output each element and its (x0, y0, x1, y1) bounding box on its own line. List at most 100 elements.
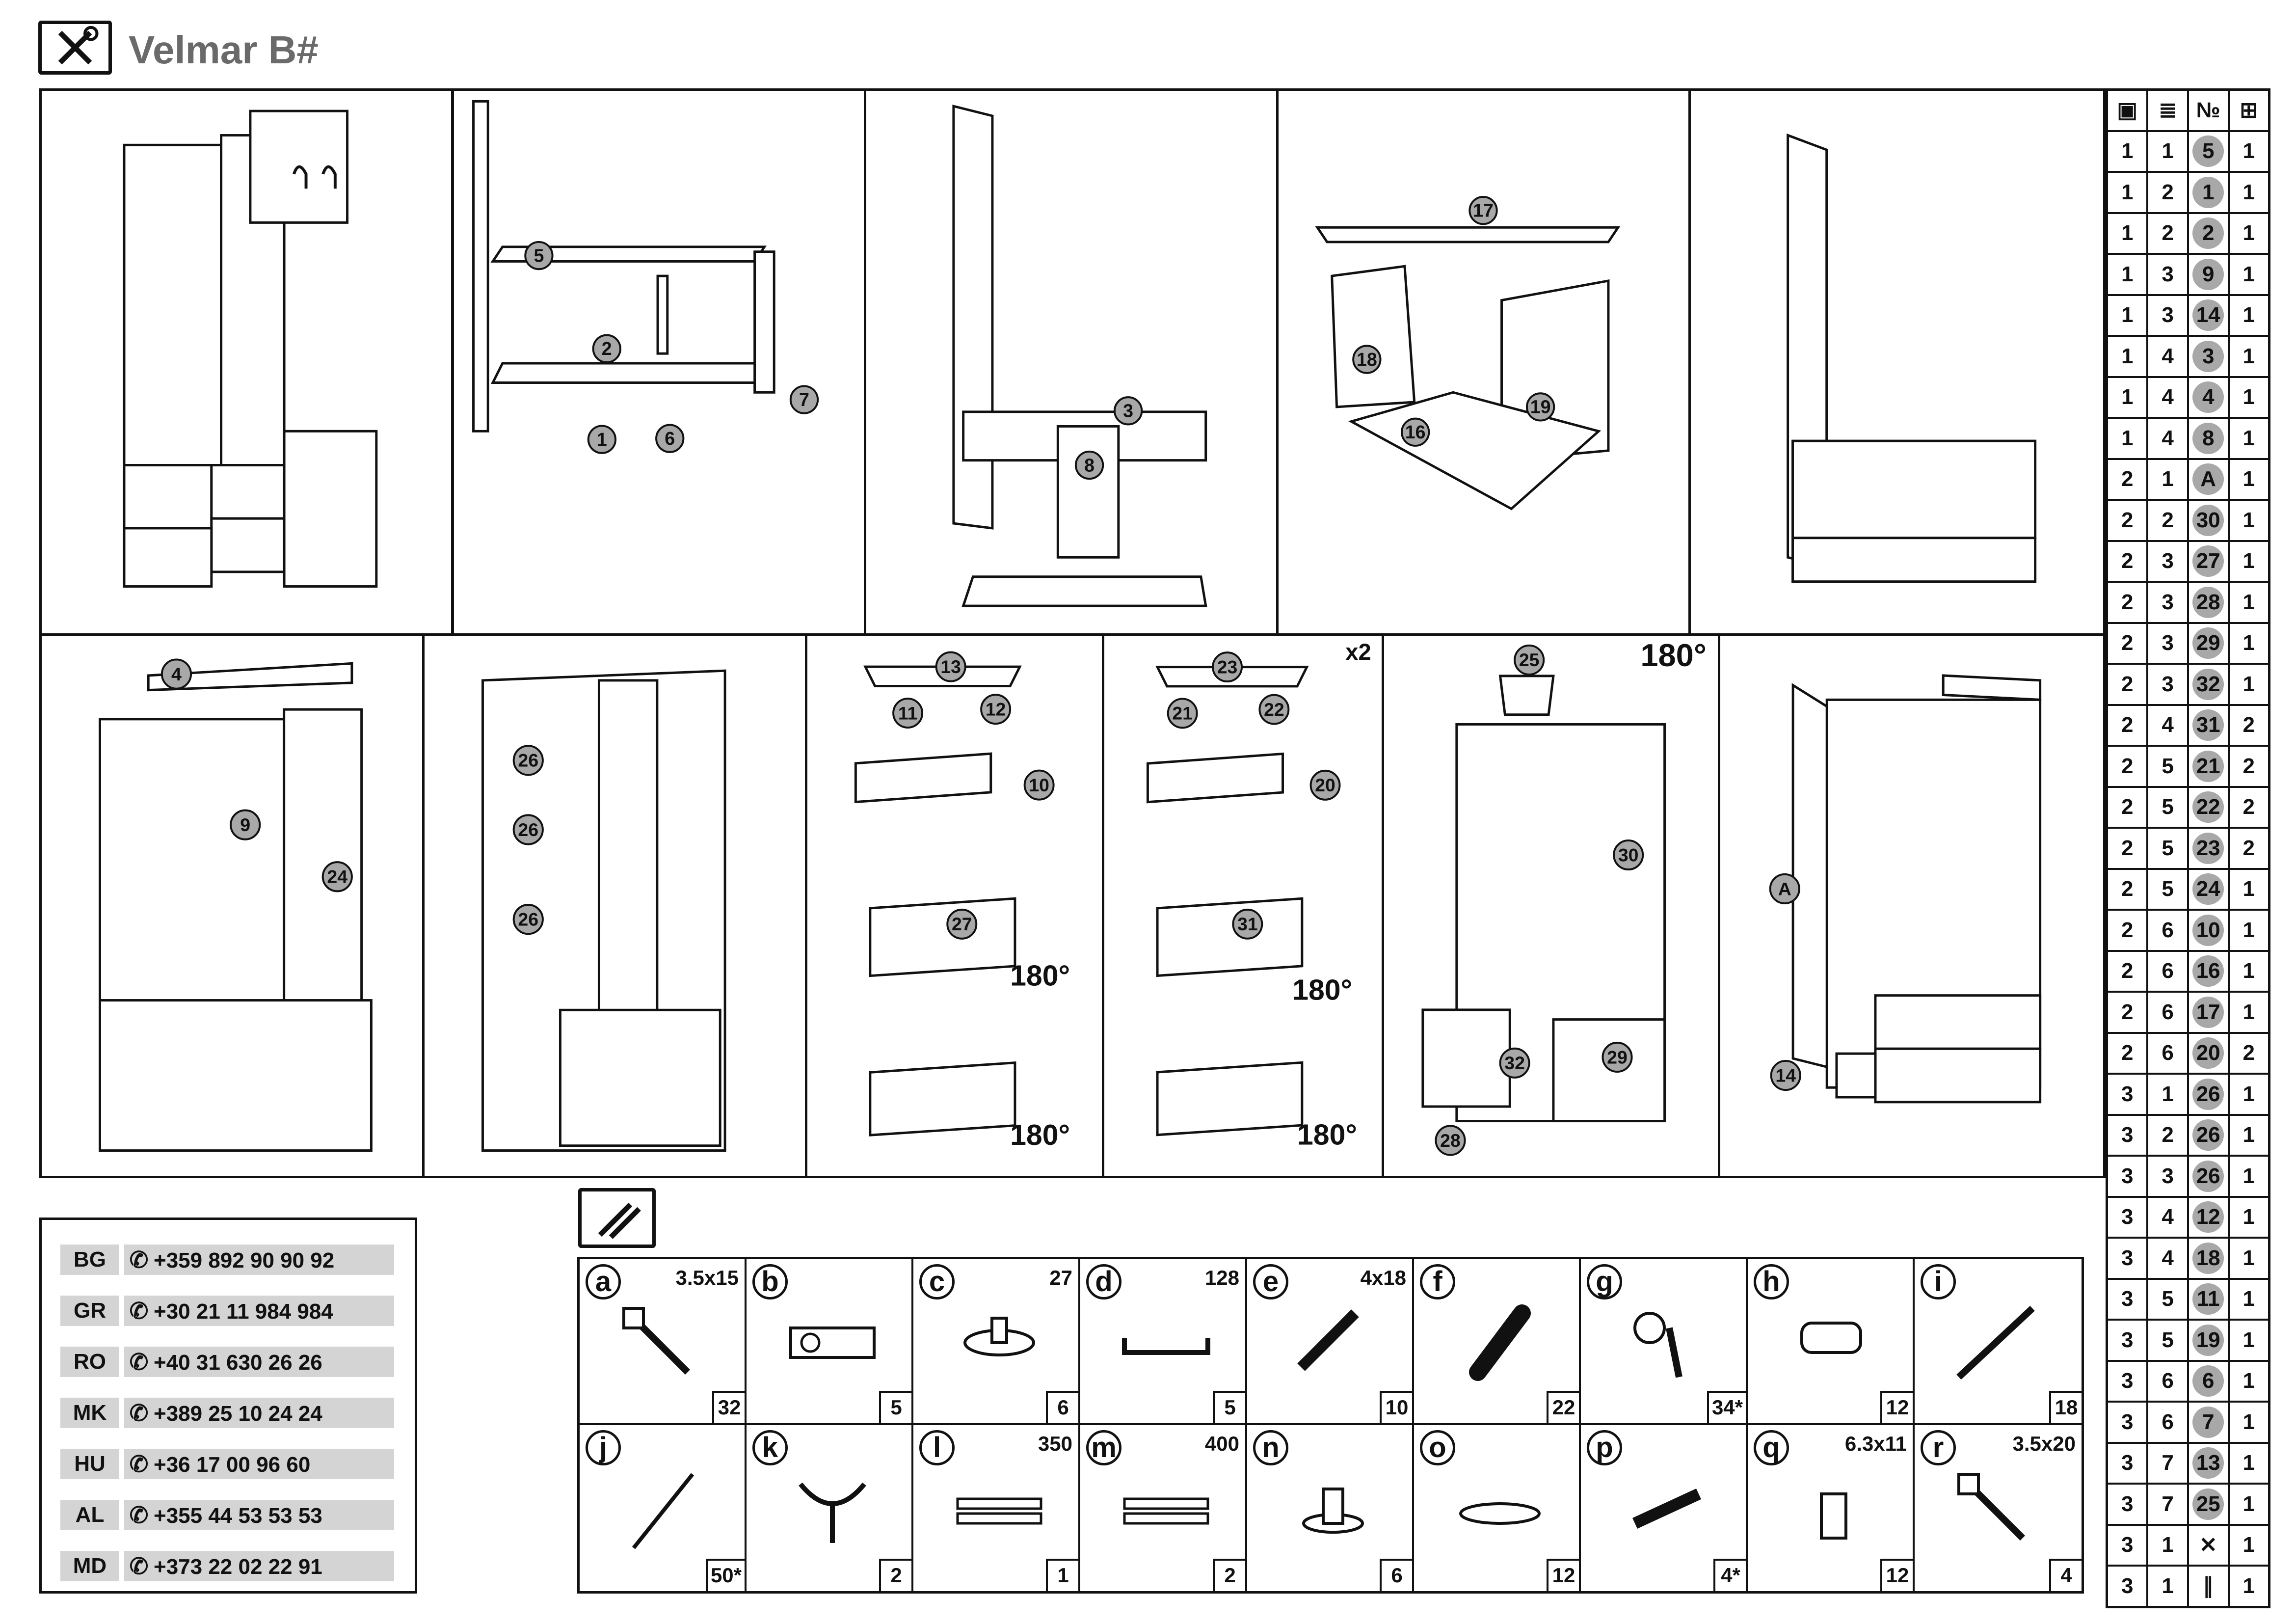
phone-icon: ✆ (129, 1298, 149, 1324)
package-number: 2 (2106, 581, 2149, 624)
contacts-box: BG ✆+359 892 90 90 92 GR ✆+30 21 11 984 … (39, 1218, 417, 1594)
part-number: 29 (2187, 622, 2230, 665)
long-screw-icon (1949, 1299, 2052, 1387)
package-number: 1 (2106, 294, 2149, 337)
svg-text:26: 26 (518, 909, 538, 929)
country-code: RO (60, 1347, 119, 1377)
hardware-size: 400 (1204, 1432, 1239, 1455)
package-number: 1 (2106, 212, 2149, 255)
country-code: BG (60, 1245, 119, 1275)
phone-number[interactable]: ✆+36 17 00 96 60 (124, 1449, 394, 1479)
package-number: 3 (2106, 1441, 2149, 1485)
part-count: 1 (2227, 1155, 2270, 1198)
part-number: 2 (2187, 212, 2230, 255)
package-number: 3 (2106, 1401, 2149, 1444)
part-number: 26 (2187, 1073, 2230, 1116)
part-number: 19 (2187, 1319, 2230, 1362)
package-number: 3 (2106, 1237, 2149, 1280)
part-count: 1 (2227, 1195, 2270, 1239)
svg-text:19: 19 (1530, 397, 1551, 417)
svg-text:18: 18 (1357, 349, 1377, 370)
svg-text:30: 30 (1618, 844, 1639, 865)
part-count: 2 (2227, 827, 2270, 870)
part-number: 4 (2187, 376, 2230, 419)
part-count: 1 (2227, 1401, 2270, 1444)
svg-text:17: 17 (1473, 200, 1494, 221)
part-badge: 5 (2192, 135, 2224, 167)
layer-number: 5 (2146, 867, 2189, 911)
part-count: 1 (2227, 130, 2270, 173)
package-number: 2 (2106, 991, 2149, 1034)
phone-number[interactable]: ✆+40 31 630 26 26 (124, 1347, 394, 1377)
dowel-icon (1448, 1299, 1551, 1387)
part-badge: A (2192, 463, 2224, 495)
part-badge: 23 (2192, 832, 2224, 864)
phone-number[interactable]: ✆+359 892 90 90 92 (124, 1245, 394, 1275)
layer-number: 2 (2146, 499, 2189, 542)
part-count: 1 (2227, 663, 2270, 706)
part-count: 1 (2227, 1359, 2270, 1403)
euro-screw-icon (1782, 1464, 1885, 1553)
hardware-size: 27 (1049, 1266, 1072, 1289)
part-number: 3 (2187, 335, 2230, 378)
part-badge: 20 (2192, 1037, 2224, 1069)
phone-number[interactable]: ✆+30 21 11 984 984 (124, 1296, 394, 1326)
part-number: 27 (2187, 540, 2230, 583)
layer-number: 3 (2146, 253, 2189, 296)
part-count: 1 (2227, 294, 2270, 337)
part-count: 1 (2227, 1565, 2270, 1608)
part-count: 1 (2227, 949, 2270, 993)
hardware-quantity: 10 (1380, 1391, 1412, 1423)
part-badge: 4 (2192, 381, 2224, 413)
package-number: 2 (2106, 909, 2149, 952)
tools-icon (38, 21, 112, 75)
connector-bolt-icon (1615, 1464, 1718, 1553)
package-number: 2 (2106, 949, 2149, 993)
part-badge: 3 (2192, 340, 2224, 372)
hardware-quantity: 50* (705, 1559, 745, 1591)
part-badge: 9 (2192, 258, 2224, 290)
phone-number[interactable]: ✆+355 44 53 53 53 (124, 1500, 394, 1530)
package-number: 1 (2106, 130, 2149, 173)
part-badge: 26 (2192, 1160, 2224, 1192)
part-badge: 25 (2192, 1488, 2224, 1520)
phone-number[interactable]: ✆+373 22 02 22 91 (124, 1551, 394, 1581)
part-number: 26 (2187, 1155, 2230, 1198)
svg-text:31: 31 (1237, 914, 1258, 934)
stack-icon: ≣ (2146, 88, 2189, 132)
package-number: 2 (2106, 458, 2149, 501)
layer-number: 5 (2146, 827, 2189, 870)
hardware-quantity: 34* (1707, 1391, 1746, 1423)
hardware-letter: m (1086, 1430, 1121, 1465)
package-number: 2 (2106, 745, 2149, 788)
layer-number: 4 (2146, 335, 2189, 378)
phone-icon: ✆ (129, 1400, 149, 1426)
hardware-quantity: 12 (1880, 1391, 1913, 1423)
part-badge: 30 (2192, 504, 2224, 536)
part-number: 30 (2187, 499, 2230, 542)
part-number: 6 (2187, 1359, 2230, 1403)
part-number: 22 (2187, 785, 2230, 829)
phone-number[interactable]: ✆+389 25 10 24 24 (124, 1398, 394, 1428)
svg-text:180°: 180° (1292, 974, 1352, 1006)
part-badge: 13 (2192, 1447, 2224, 1479)
part-number: 8 (2187, 417, 2230, 460)
layer-number: 5 (2146, 1277, 2189, 1321)
